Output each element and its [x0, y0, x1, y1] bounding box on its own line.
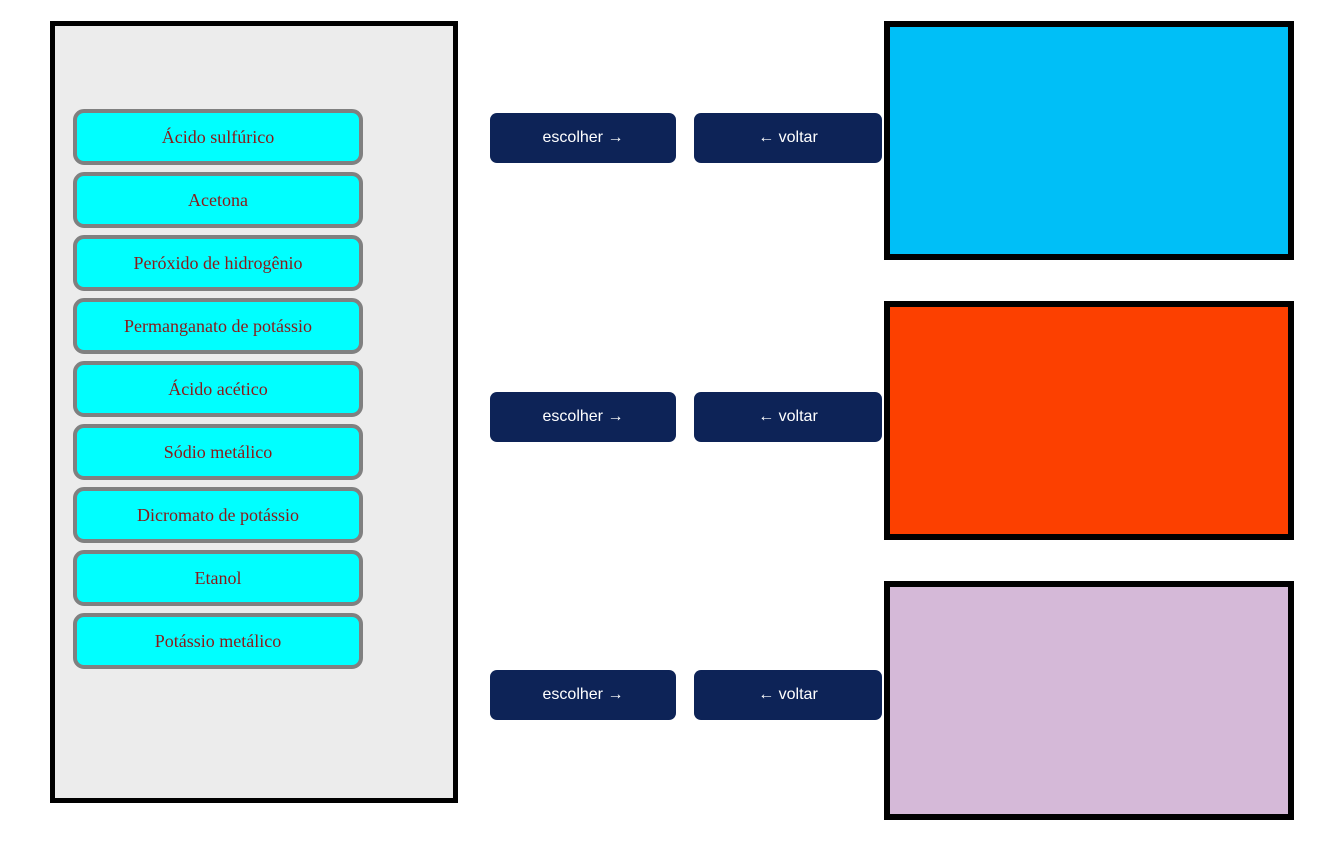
back-button-1[interactable]: ← voltar [694, 113, 882, 163]
action-row-2: escolher → ← voltar [490, 392, 882, 442]
choose-button-3[interactable]: escolher → [490, 670, 676, 720]
result-color-panel-1 [884, 21, 1294, 260]
reagent-item-label: Peróxido de hidrogênio [133, 253, 303, 273]
reagent-item-label: Sódio metálico [163, 442, 273, 462]
reagent-list-panel: Ácido sulfúrico Acetona Peróxido de hidr… [50, 21, 458, 803]
reagent-item-dicromato-de-potassio[interactable]: Dicromato de potássio [73, 487, 363, 543]
reagent-item-label: Permanganato de potássio [124, 316, 312, 336]
reagent-item-acido-sulfurico[interactable]: Ácido sulfúrico [73, 109, 363, 165]
reagent-item-label: Acetona [188, 190, 248, 210]
result-color-panel-3 [884, 581, 1294, 820]
action-row-3: escolher → ← voltar [490, 670, 882, 720]
reagent-item-acetona[interactable]: Acetona [73, 172, 363, 228]
reagent-item-label: Dicromato de potássio [137, 505, 299, 525]
back-button-3[interactable]: ← voltar [694, 670, 882, 720]
back-button-2[interactable]: ← voltar [694, 392, 882, 442]
reagent-item-label: Ácido sulfúrico [161, 127, 275, 147]
reagent-item-label: Ácido acético [168, 379, 268, 399]
reagent-item-peroxido-de-hidrogenio[interactable]: Peróxido de hidrogênio [73, 235, 363, 291]
action-row-1: escolher → ← voltar [490, 113, 882, 163]
reagent-item-etanol[interactable]: Etanol [73, 550, 363, 606]
reagent-item-sodio-metalico[interactable]: Sódio metálico [73, 424, 363, 480]
reagent-item-acido-acetico[interactable]: Ácido acético [73, 361, 363, 417]
reagent-list: Ácido sulfúrico Acetona Peróxido de hidr… [73, 109, 363, 669]
reagent-item-label: Etanol [194, 568, 242, 588]
reagent-item-permanganato-de-potassio[interactable]: Permanganato de potássio [73, 298, 363, 354]
choose-button-2[interactable]: escolher → [490, 392, 676, 442]
reagent-item-potassio-metalico[interactable]: Potássio metálico [73, 613, 363, 669]
reagent-item-label: Potássio metálico [154, 631, 282, 651]
choose-button-1[interactable]: escolher → [490, 113, 676, 163]
result-color-panel-2 [884, 301, 1294, 540]
